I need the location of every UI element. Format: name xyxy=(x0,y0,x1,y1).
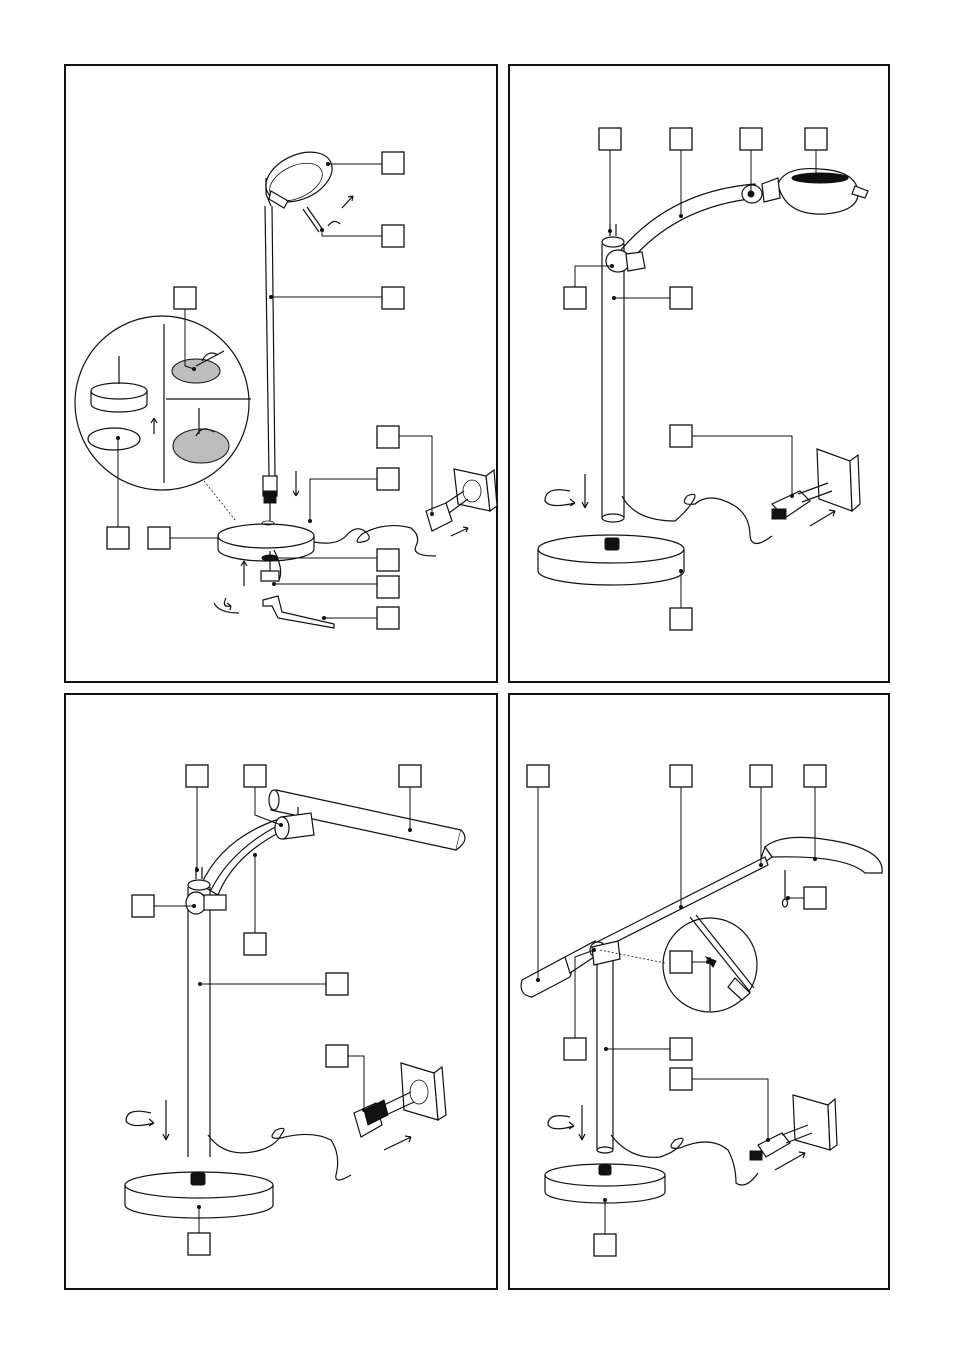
callout-box xyxy=(147,526,171,550)
callout-box xyxy=(669,607,693,631)
wall-socket xyxy=(353,1062,447,1151)
callout-box xyxy=(376,467,400,491)
bracket xyxy=(213,595,335,629)
detail-circle xyxy=(74,315,251,491)
callout-box xyxy=(598,127,622,151)
callout-box xyxy=(243,764,267,788)
tool-pin xyxy=(302,195,354,233)
arrow-rotate xyxy=(544,489,576,507)
callouts xyxy=(106,151,434,630)
lamp-pole xyxy=(185,867,227,1157)
callout-box xyxy=(563,286,587,310)
callout-box xyxy=(325,972,349,996)
wall-socket xyxy=(425,468,498,537)
callout-box xyxy=(398,764,422,788)
arrow-down xyxy=(581,474,589,509)
callout-box xyxy=(131,894,155,918)
callout-box xyxy=(669,127,693,151)
callout-box xyxy=(187,1232,211,1256)
panel-desk-lamp-round xyxy=(508,64,890,683)
lamp-pole xyxy=(601,224,646,523)
callout-box xyxy=(669,424,693,448)
callouts xyxy=(563,127,828,631)
power-cable xyxy=(313,524,437,557)
lamp-base xyxy=(537,534,685,586)
wall-socket xyxy=(749,1094,838,1171)
detail-guide xyxy=(599,949,666,964)
callout-box xyxy=(739,127,763,151)
callout-box xyxy=(749,764,773,788)
callout-box xyxy=(669,286,693,310)
wall-socket xyxy=(770,448,861,527)
callout-box xyxy=(376,606,400,630)
lamp-arm xyxy=(200,807,315,896)
arrow-rotate xyxy=(547,1115,575,1130)
lamp-base xyxy=(124,1171,274,1219)
callout-box xyxy=(669,764,693,788)
callout-box xyxy=(669,950,693,974)
callout-box xyxy=(803,886,827,910)
callout-box xyxy=(106,526,130,550)
detail-circle xyxy=(662,914,758,1013)
power-cable xyxy=(207,1127,352,1181)
callout-box xyxy=(376,548,400,572)
callout-box xyxy=(173,286,197,310)
callout-box xyxy=(381,224,405,248)
callout-box xyxy=(381,151,405,175)
callout-box xyxy=(803,764,827,788)
callout-box xyxy=(669,1067,693,1091)
lamp-head xyxy=(265,151,333,209)
callout-box xyxy=(669,1037,693,1061)
panel-desk-lamp-swing xyxy=(508,693,890,1290)
arrow-down xyxy=(578,1105,586,1141)
panel-desk-lamp-bar xyxy=(64,693,498,1290)
arrow-rotate xyxy=(125,1110,155,1127)
callout-box xyxy=(563,1037,587,1061)
callouts xyxy=(131,764,422,1256)
lamp-arm xyxy=(619,177,781,266)
arrow-up xyxy=(240,560,248,586)
callout-box xyxy=(593,1233,617,1257)
callout-box xyxy=(325,1044,349,1068)
diagram-desk-lamp-round xyxy=(537,127,869,631)
callouts xyxy=(526,764,827,1257)
callout-box xyxy=(376,425,400,449)
lamp-base xyxy=(544,1163,666,1204)
callout-box xyxy=(804,127,828,151)
power-cable xyxy=(621,493,773,545)
arrow-down xyxy=(162,1100,170,1141)
lamp-pole xyxy=(591,940,621,1154)
callout-box xyxy=(376,575,400,599)
diagram-desk-lamp-bar xyxy=(124,764,466,1256)
power-cable xyxy=(610,1134,759,1186)
lamp-pole xyxy=(262,178,278,521)
callout-box xyxy=(381,286,405,310)
arrow-down xyxy=(292,471,300,497)
lamp-head-round xyxy=(777,167,869,215)
lamp-head-bar xyxy=(268,789,466,851)
diagram-desk-lamp-swing xyxy=(520,764,883,1257)
panel-floor-lamp xyxy=(64,64,498,683)
diagram-floor-lamp xyxy=(74,151,498,630)
callout-box xyxy=(185,764,209,788)
callout-box xyxy=(243,932,267,956)
callout-box xyxy=(526,764,550,788)
lamp-base xyxy=(217,520,315,582)
